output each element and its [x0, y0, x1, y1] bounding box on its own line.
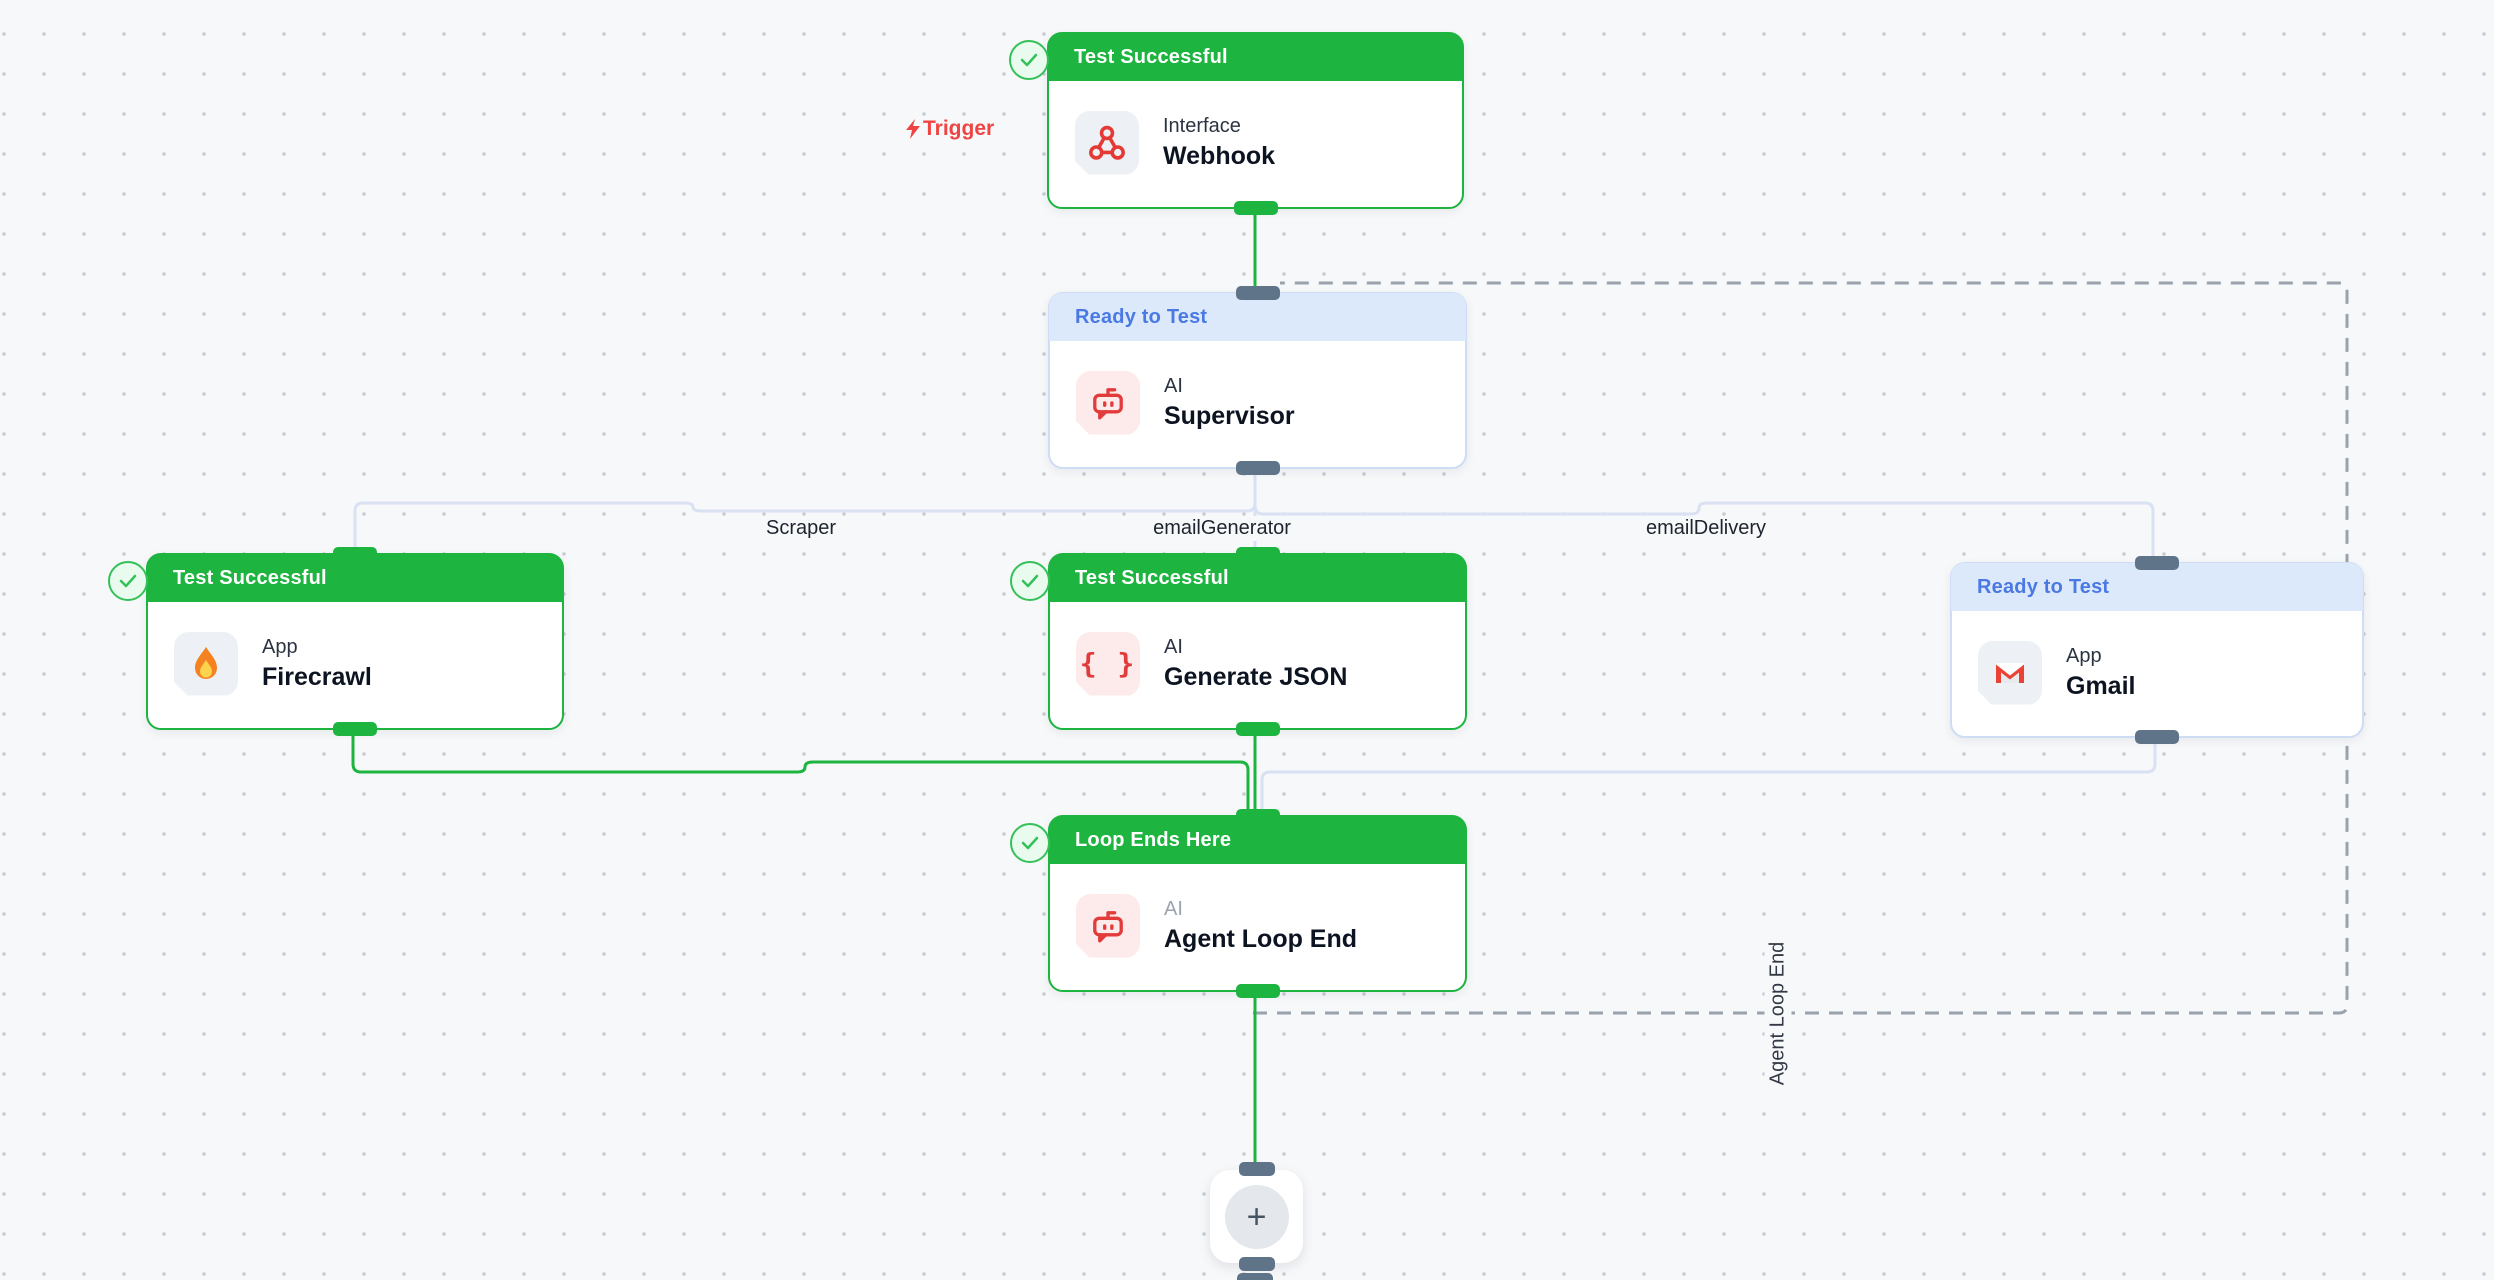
port-top[interactable] [1238, 1162, 1275, 1176]
node-status-header: Test Successful [1049, 554, 1466, 602]
edge-supervisor-gmail [1253, 468, 2155, 562]
test-success-badge [1010, 561, 1050, 601]
braces-icon: { } [1079, 647, 1137, 680]
node-supervisor[interactable]: Ready to Test AI Supervisor [1048, 286, 1467, 475]
check-icon [1021, 836, 1039, 850]
port-top[interactable] [1235, 547, 1280, 561]
edge-gmail-agent-loop-end [1260, 735, 2157, 814]
webhook-icon [1089, 125, 1125, 160]
edge-agent-loop-dashed [1253, 281, 2349, 1015]
robot-icon [1093, 910, 1123, 942]
status-text: Test Successful [1075, 566, 1229, 589]
port-top[interactable] [333, 547, 377, 561]
node-category: Interface [1163, 114, 1241, 137]
trigger-text: Trigger [923, 117, 995, 140]
port-bottom[interactable] [1235, 461, 1280, 475]
plus-icon[interactable]: + [1224, 1184, 1289, 1249]
status-text: Test Successful [173, 566, 327, 589]
port-bottom[interactable] [2135, 730, 2179, 744]
check-icon [119, 574, 137, 588]
test-success-badge [1010, 823, 1050, 863]
node-agent-loop-end[interactable]: Loop Ends Here AI Agent Loop End [1010, 809, 1467, 998]
node-title: Webhook [1163, 141, 1276, 170]
lightning-icon [906, 119, 920, 139]
port-top[interactable] [2135, 556, 2179, 570]
node-status-header: Test Successful [147, 554, 563, 602]
port-top[interactable] [1235, 286, 1280, 300]
node-category: AI [1164, 635, 1183, 658]
trigger-label: Trigger [905, 117, 994, 141]
node-status-header: Ready to Test [1049, 293, 1466, 341]
edge-label-email-delivery: emailDelivery [1639, 516, 1773, 541]
port-bottom[interactable] [1235, 984, 1280, 998]
edge-label-agent-loop-end-vertical: Agent Loop End [1764, 938, 1792, 1089]
node-category: App [2066, 644, 2102, 667]
node-status-header: Loop Ends Here [1049, 816, 1466, 864]
status-text: Test Successful [1074, 45, 1228, 68]
check-icon [1021, 574, 1039, 588]
node-title: Generate JSON [1164, 662, 1348, 691]
icon-tile [174, 631, 238, 696]
check-icon [1020, 53, 1038, 67]
test-success-badge [1009, 40, 1049, 80]
edge-label-scraper: Scraper [759, 516, 843, 541]
offscreen-port[interactable] [1237, 1273, 1273, 1280]
port-bottom[interactable] [1238, 1257, 1275, 1271]
node-status-header: Ready to Test [1951, 563, 2363, 611]
node-title: Supervisor [1164, 401, 1295, 430]
node-title: Agent Loop End [1164, 924, 1358, 953]
port-top[interactable] [1235, 809, 1280, 823]
port-bottom[interactable] [1233, 201, 1278, 215]
port-bottom[interactable] [333, 722, 377, 736]
node-status-header: Test Successful [1048, 33, 1463, 81]
status-text: Ready to Test [1075, 305, 1208, 328]
icon-tile [1978, 640, 2042, 705]
node-gmail[interactable]: Ready to Test App Gmail [1950, 556, 2364, 744]
node-category: AI [1164, 897, 1183, 920]
port-bottom[interactable] [1235, 722, 1280, 736]
status-text: Loop Ends Here [1075, 828, 1232, 851]
node-webhook[interactable]: Test Successful Interface Webhook [1009, 32, 1464, 215]
node-category: App [262, 635, 298, 658]
icon-tile [1076, 370, 1140, 435]
node-title: Firecrawl [262, 662, 372, 691]
icon-tile: { } [1076, 631, 1140, 696]
node-generate-json[interactable]: Test Successful { } AI Generate JSON [1010, 547, 1467, 736]
icon-tile [1076, 893, 1140, 958]
node-category: AI [1164, 374, 1183, 397]
icon-tile [1075, 110, 1139, 175]
status-text: Ready to Test [1977, 575, 2110, 598]
edge-firecrawl-agent-loop-end [351, 722, 1250, 814]
node-firecrawl[interactable]: Test Successful App Firecrawl [108, 547, 564, 736]
gmail-icon [1996, 662, 2024, 683]
add-node-button[interactable]: + [1210, 1162, 1303, 1271]
edge-label-email-generator: emailGenerator [1147, 516, 1297, 541]
test-success-badge [108, 561, 148, 601]
node-title: Gmail [2066, 671, 2136, 700]
robot-icon [1093, 387, 1123, 419]
fire-icon [195, 646, 217, 679]
edge-supervisor-firecrawl [353, 468, 1257, 555]
